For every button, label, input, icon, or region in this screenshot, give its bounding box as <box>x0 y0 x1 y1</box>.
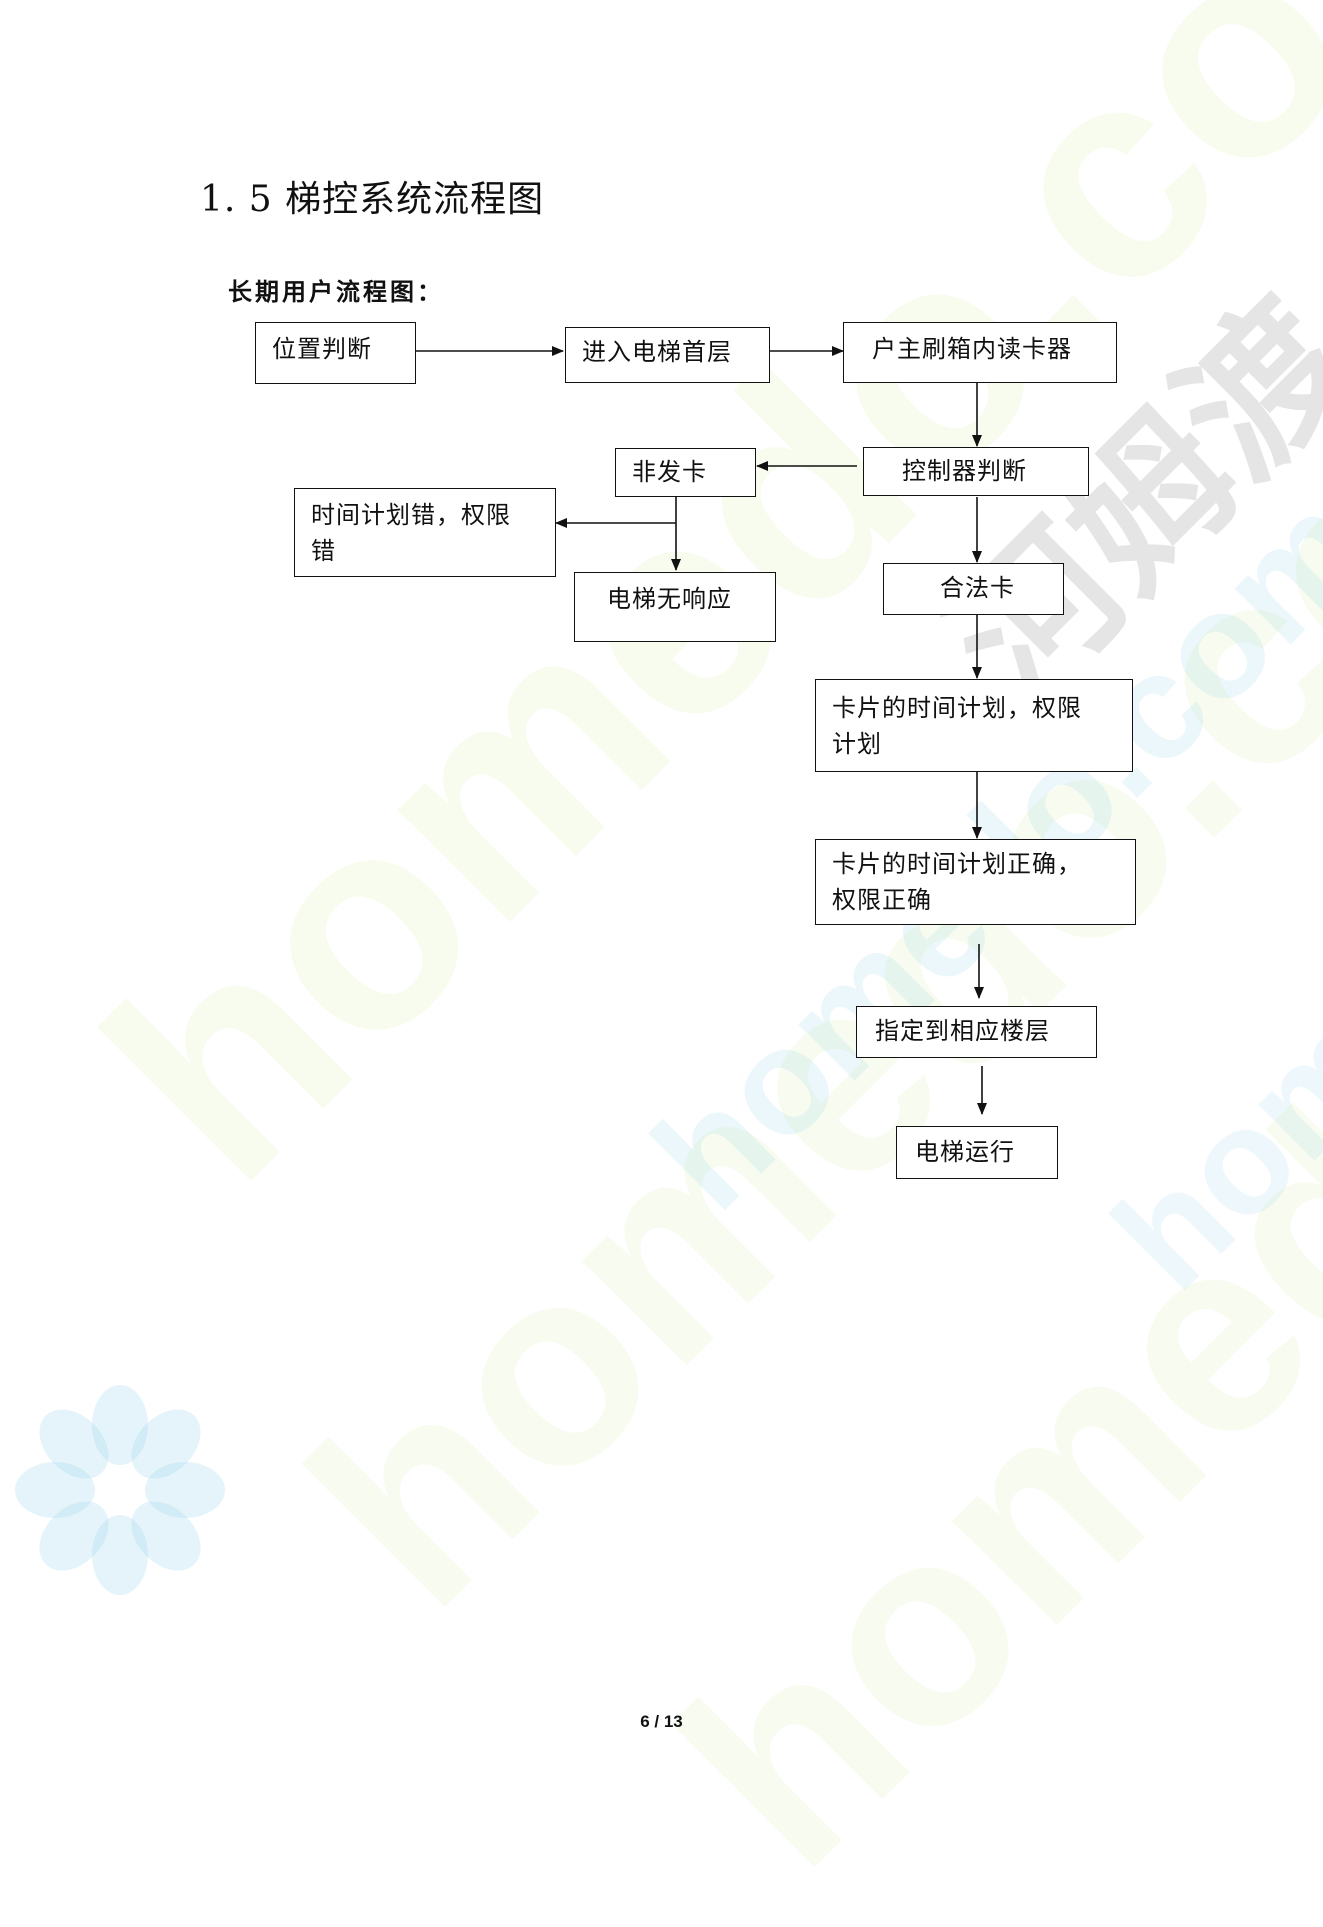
node-label: 非发卡 <box>632 458 707 486</box>
node-label-line2: 权限正确 <box>832 886 932 914</box>
node-enter-first-floor: 进入电梯首层 <box>565 327 770 383</box>
node-swipe-card: 户主刷箱内读卡器 <box>843 322 1117 383</box>
node-go-to-floor: 指定到相应楼层 <box>856 1006 1097 1058</box>
node-label-line2: 错 <box>311 537 336 565</box>
node-schedule-error: 时间计划错，权限 错 <box>294 488 556 577</box>
node-elevator-run: 电梯运行 <box>896 1126 1058 1179</box>
node-label: 户主刷箱内读卡器 <box>872 335 1072 363</box>
node-label: 位置判断 <box>272 335 372 363</box>
page-number: 6 / 13 <box>640 1712 683 1731</box>
node-label: 合法卡 <box>940 574 1015 602</box>
node-valid-card: 合法卡 <box>883 563 1064 615</box>
flowchart-connectors <box>415 346 987 1115</box>
document-page: homedo.com homedo.com homedo.com homedo.… <box>15 0 1323 1923</box>
node-label-line1: 卡片的时间计划，权限 <box>832 694 1082 722</box>
node-no-response: 电梯无响应 <box>574 572 776 642</box>
node-card-schedule: 卡片的时间计划，权限 计划 <box>815 679 1133 772</box>
node-label: 电梯运行 <box>915 1138 1015 1166</box>
watermark-text: homedo.com <box>1081 541 1323 1321</box>
node-label-line1: 时间计划错，权限 <box>311 501 511 529</box>
section-title: 1. 5 梯控系统流程图 <box>200 179 545 220</box>
node-not-issued-card: 非发卡 <box>615 448 756 497</box>
watermark-text: homedo.com <box>252 210 1323 1664</box>
node-label-line2: 计划 <box>832 730 882 758</box>
node-label: 电梯无响应 <box>607 585 732 613</box>
node-label-line1: 卡片的时间计划正确， <box>832 850 1082 878</box>
node-label: 指定到相应楼层 <box>875 1017 1050 1045</box>
node-schedule-correct: 卡片的时间计划正确， 权限正确 <box>815 839 1136 925</box>
node-controller-check: 控制器判断 <box>863 447 1089 496</box>
watermark-flower-icon <box>15 1385 225 1595</box>
flowchart-subtitle: 长期用户流程图： <box>228 277 444 306</box>
node-position-check: 位置判断 <box>255 322 416 384</box>
node-label: 控制器判断 <box>902 457 1027 485</box>
node-label: 进入电梯首层 <box>582 338 732 366</box>
